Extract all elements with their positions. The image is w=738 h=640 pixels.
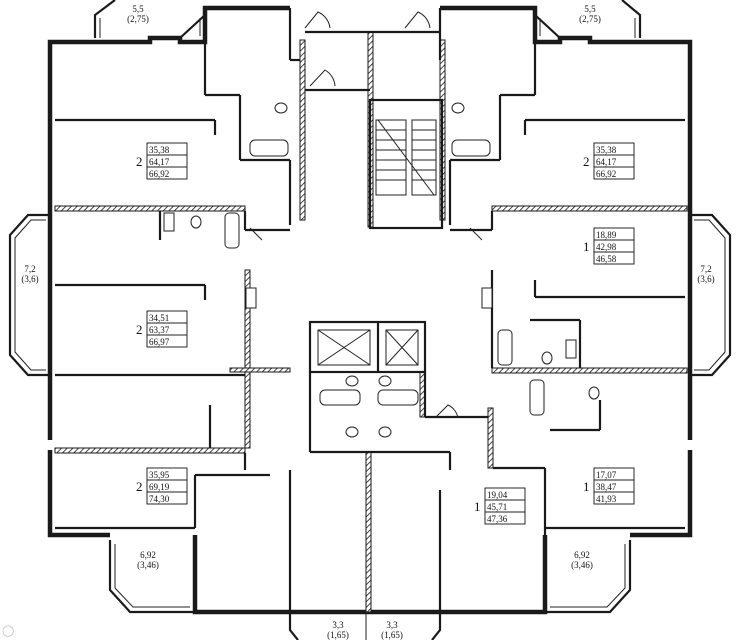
balcony-reduced-area: (1,65)	[381, 630, 403, 640]
useful-area: 45,71	[487, 502, 507, 512]
apartment-area-top-right: 2 35,38 64,17 66,92	[583, 142, 635, 180]
balcony-labels: 5,5(2,75)5,5(2,75)7,2(3,6)7,2(3,6)6,92(3…	[21, 4, 714, 640]
watermark-logo: ◯	[2, 625, 15, 637]
room-count: 2	[136, 322, 143, 337]
apartment-area-mid-right: 1 18,89 42,98 46,58	[583, 227, 635, 265]
apartment-area-top-left: 2 35,38 64,17 66,92	[136, 142, 188, 180]
apartment-area-bottom-center: 1 19,04 45,71 47,36	[474, 487, 526, 525]
balcony-reduced-area: (3,6)	[21, 274, 38, 284]
room-count: 2	[136, 154, 143, 169]
balcony-right-shape	[690, 213, 732, 377]
total-area: 47,36	[487, 514, 508, 524]
living-area: 19,04	[487, 490, 508, 500]
balcony-area: 7,2	[24, 264, 35, 274]
useful-area: 64,17	[596, 157, 617, 167]
useful-area: 42,98	[596, 242, 617, 252]
balcony-top-right-shape	[534, 0, 642, 39]
balcony-reduced-area: (2,75)	[579, 14, 601, 24]
room-count: 1	[583, 479, 590, 494]
balcony-area: 3,3	[386, 620, 398, 630]
total-area: 66,92	[596, 169, 616, 179]
balcony-area: 7,2	[700, 264, 711, 274]
balcony-area: 5,5	[584, 4, 596, 14]
living-area: 17,07	[596, 470, 617, 480]
balcony-bottom-left-shape	[108, 540, 195, 614]
useful-area: 63,37	[149, 325, 170, 335]
balcony-reduced-area: (3,46)	[137, 560, 159, 570]
useful-area: 69,19	[149, 482, 170, 492]
balcony-reduced-area: (3,46)	[571, 560, 593, 570]
balcony-area: 6,92	[574, 550, 590, 560]
total-area: 66,92	[149, 169, 169, 179]
elevator-shafts	[317, 329, 419, 366]
balcony-bottom-right-label: 6,92(3,46)	[571, 550, 593, 570]
bath-fixtures	[163, 102, 600, 438]
room-count: 2	[583, 154, 590, 169]
balcony-bottom-center-right-label: 3,3(1,65)	[381, 620, 403, 640]
balcony-left-label: 7,2(3,6)	[21, 264, 38, 284]
balcony-reduced-area: (3,6)	[697, 274, 714, 284]
balcony-bottom-left-label: 6,92(3,46)	[137, 550, 159, 570]
apartment-area-bottom-right: 1 17,07 38,47 41,93	[583, 467, 635, 505]
useful-area: 64,17	[149, 157, 170, 167]
living-area: 35,95	[149, 470, 170, 480]
apartment-area-mid-left: 2 34,51 63,37 66,97	[136, 310, 188, 348]
living-area: 18,89	[596, 230, 617, 240]
balcony-reduced-area: (1,65)	[327, 630, 349, 640]
balcony-area: 6,92	[140, 550, 156, 560]
room-count: 2	[136, 479, 143, 494]
total-area: 41,93	[596, 494, 617, 504]
living-area: 35,38	[596, 145, 617, 155]
balcony-top-right-label: 5,5(2,75)	[579, 4, 601, 24]
balcony-area: 5,5	[132, 4, 144, 14]
interior-partitions	[55, 8, 685, 612]
living-area: 35,38	[149, 145, 170, 155]
total-area: 46,58	[596, 254, 617, 264]
living-area: 34,51	[149, 313, 169, 323]
balcony-left-shape	[8, 213, 50, 377]
staircase	[375, 119, 437, 196]
balcony-reduced-area: (2,75)	[127, 14, 149, 24]
doors	[249, 11, 483, 419]
balcony-bottom-right-shape	[545, 540, 632, 614]
apartment-area-bottom-left: 2 35,95 69,19 74,30	[136, 467, 188, 505]
balcony-top-left-shape	[93, 0, 206, 39]
room-count: 1	[583, 239, 590, 254]
balcony-bottom-center-left-label: 3,3(1,65)	[327, 620, 349, 640]
balcony-bottom-center-shape	[288, 612, 442, 640]
room-count: 1	[474, 499, 481, 514]
apartment-areas: 2 35,38 64,17 66,92 2 35,38 64,17 66,92 2 34,51 63…	[136, 142, 635, 525]
balcony-top-left-label: 5,5(2,75)	[127, 4, 149, 24]
balcony-area: 3,3	[332, 620, 344, 630]
balcony-right-label: 7,2(3,6)	[697, 264, 714, 284]
useful-area: 38,47	[596, 482, 617, 492]
total-area: 66,97	[149, 337, 170, 347]
total-area: 74,30	[149, 494, 170, 504]
